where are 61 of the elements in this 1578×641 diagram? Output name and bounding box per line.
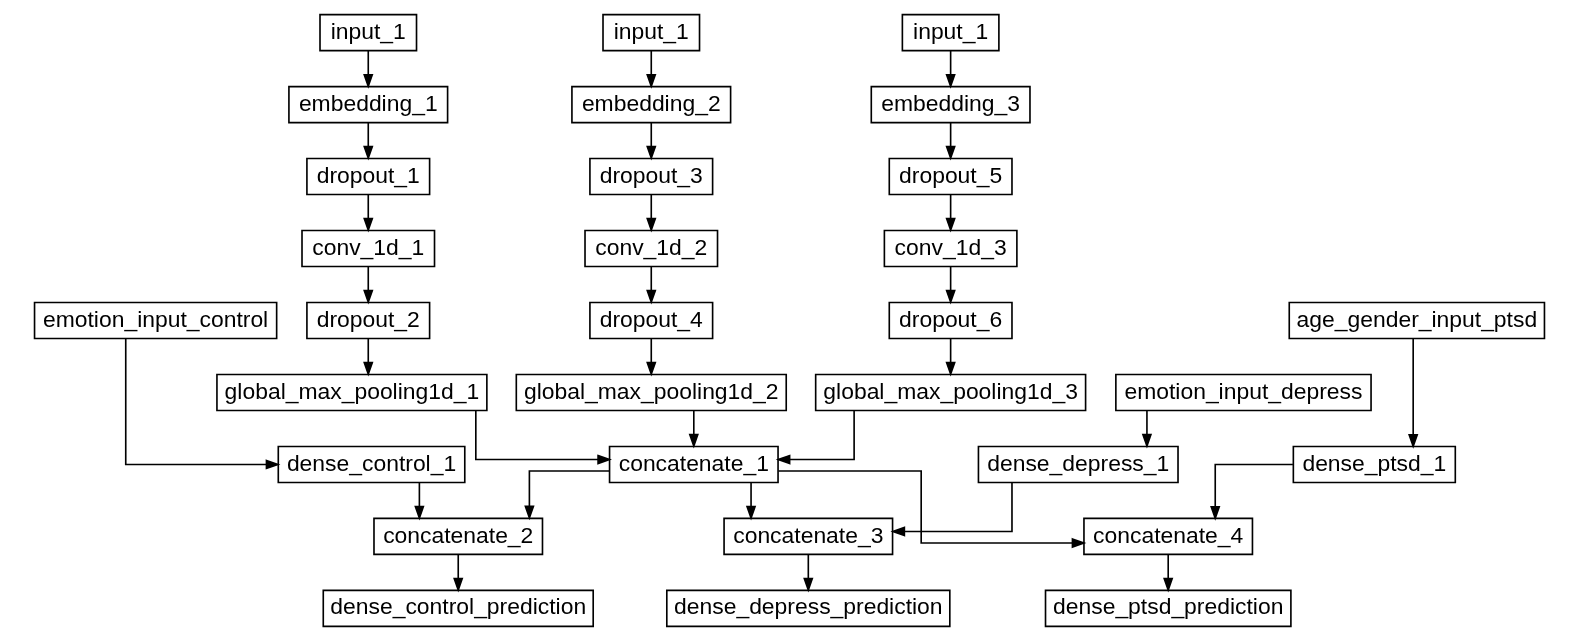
arrow [452, 553, 463, 593]
arrow [645, 49, 656, 89]
node-box: embedding_1 [287, 85, 448, 124]
arrow [1407, 337, 1418, 449]
arrow [944, 265, 956, 305]
node-box: input_1 [901, 13, 1000, 52]
arrow [362, 193, 373, 233]
node-box: emotion_input_control [33, 301, 277, 340]
arrow [777, 470, 1086, 549]
node-box: dropout_1 [305, 157, 430, 196]
node-box: dense_depress_prediction [665, 589, 951, 628]
node-box: age_gender_input_ptsd [1287, 301, 1545, 340]
arrow [362, 265, 373, 305]
arrow [889, 481, 1013, 537]
node-box: dropout_3 [588, 157, 713, 196]
arrow [645, 193, 656, 233]
arrow [474, 410, 612, 465]
arrow [523, 470, 610, 521]
node-box: dropout_2 [305, 301, 430, 340]
node-box: embedding_3 [869, 85, 1031, 124]
arrow [1162, 553, 1173, 593]
arrow [362, 337, 373, 377]
arrow [944, 193, 956, 233]
node-box: dense_ptsd_1 [1292, 445, 1456, 484]
node-box: global_max_pooling1d_3 [814, 373, 1086, 412]
arrow [645, 121, 656, 161]
arrow [944, 121, 956, 161]
node-box: conv_1d_1 [300, 229, 435, 268]
node-box: input_1 [318, 13, 417, 52]
node-box: input_1 [601, 13, 700, 52]
node-box: concatenate_3 [722, 517, 893, 556]
node-box: global_max_pooling1d_1 [215, 373, 488, 412]
arrow [944, 337, 956, 377]
node-box: dropout_4 [588, 301, 713, 340]
node-box: conv_1d_3 [883, 229, 1018, 268]
node-box: dense_control_1 [276, 445, 466, 484]
node-box: dense_ptsd_prediction [1044, 589, 1292, 628]
arrow [944, 49, 956, 89]
arrow [645, 337, 656, 377]
node-box: dense_control_prediction [321, 589, 594, 628]
arrow [1209, 463, 1294, 521]
arrow [1141, 409, 1152, 449]
arrow [802, 553, 813, 593]
node-box: conv_1d_2 [583, 229, 718, 268]
node-box: dropout_5 [887, 157, 1013, 196]
node-box: emotion_input_depress [1114, 373, 1372, 412]
node-box: concatenate_1 [608, 445, 779, 484]
node-box: dense_depress_1 [977, 445, 1179, 484]
node-box: dropout_6 [887, 301, 1013, 340]
arrow [124, 337, 280, 470]
arrow [413, 481, 425, 521]
node-box: concatenate_4 [1082, 517, 1253, 556]
arrow [362, 121, 373, 161]
arrow [645, 265, 656, 305]
arrow [745, 481, 756, 521]
arrow [362, 49, 373, 89]
arrow [688, 409, 699, 449]
node-box: concatenate_2 [372, 517, 543, 556]
node-box: global_max_pooling1d_2 [515, 373, 787, 412]
node-box: embedding_2 [570, 85, 731, 124]
arrow [775, 410, 855, 465]
